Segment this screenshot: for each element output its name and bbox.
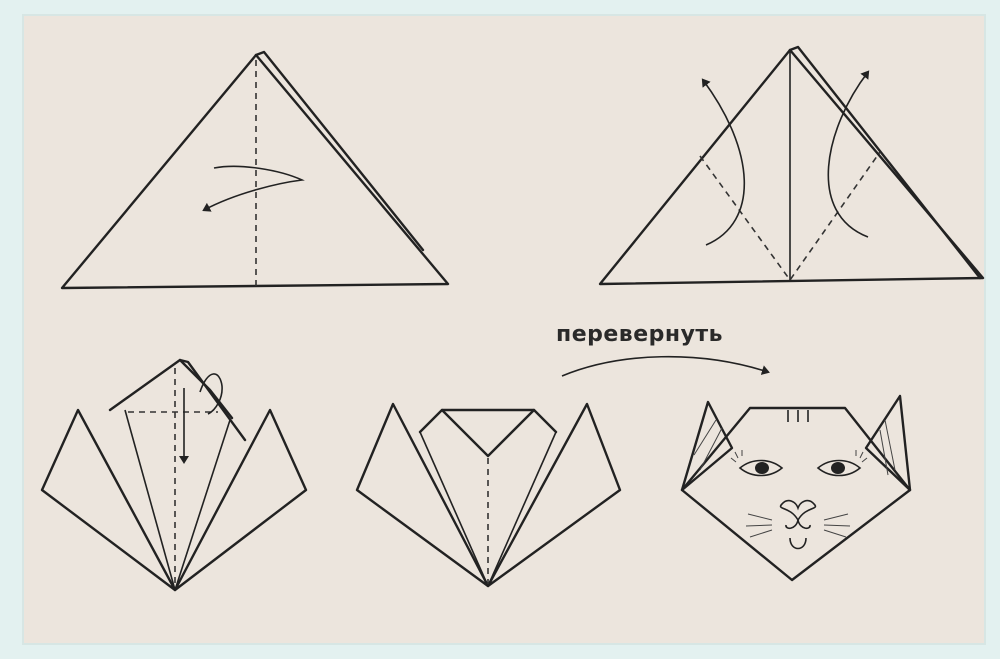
step-2-triangle xyxy=(600,47,983,284)
step-3-shape xyxy=(42,360,306,590)
flip-label: перевернуть xyxy=(556,322,723,347)
step-1-triangle xyxy=(62,52,448,288)
step-4-shape xyxy=(357,404,620,586)
flip-arrow xyxy=(562,357,768,376)
step-5-cat-face xyxy=(682,396,910,580)
